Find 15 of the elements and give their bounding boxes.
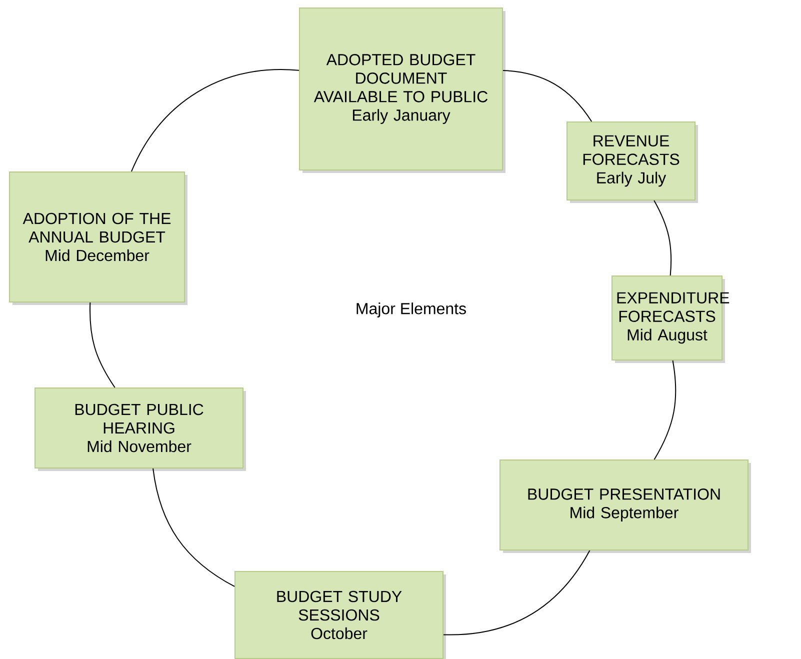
connector-arc (89, 302, 116, 388)
process-box: REVENUE FORECASTS Early July (566, 122, 698, 203)
process-box: ADOPTED BUDGET DOCUMENT AVAILABLE TO PUBLIC Early January (299, 8, 506, 173)
connector-arc (654, 200, 672, 276)
process-box: BUDGET PUBLIC HEARING Mid November (34, 388, 246, 471)
process-box: EXPENDITURE FORECASTS Mid August (612, 276, 730, 363)
process-box: BUDGET PRESENTATION Mid September (500, 459, 751, 553)
process-box: BUDGET STUDY SESSIONS October (234, 570, 446, 659)
connector-arc (654, 360, 676, 460)
connector-arc (502, 70, 592, 122)
connector-arc (443, 550, 590, 636)
process-box: ADOPTION OF THE ANNUAL BUDGET Mid December (9, 172, 188, 305)
connector-arc (152, 468, 235, 587)
connector-arc (130, 69, 300, 172)
center-label: Major Elements (356, 302, 466, 318)
